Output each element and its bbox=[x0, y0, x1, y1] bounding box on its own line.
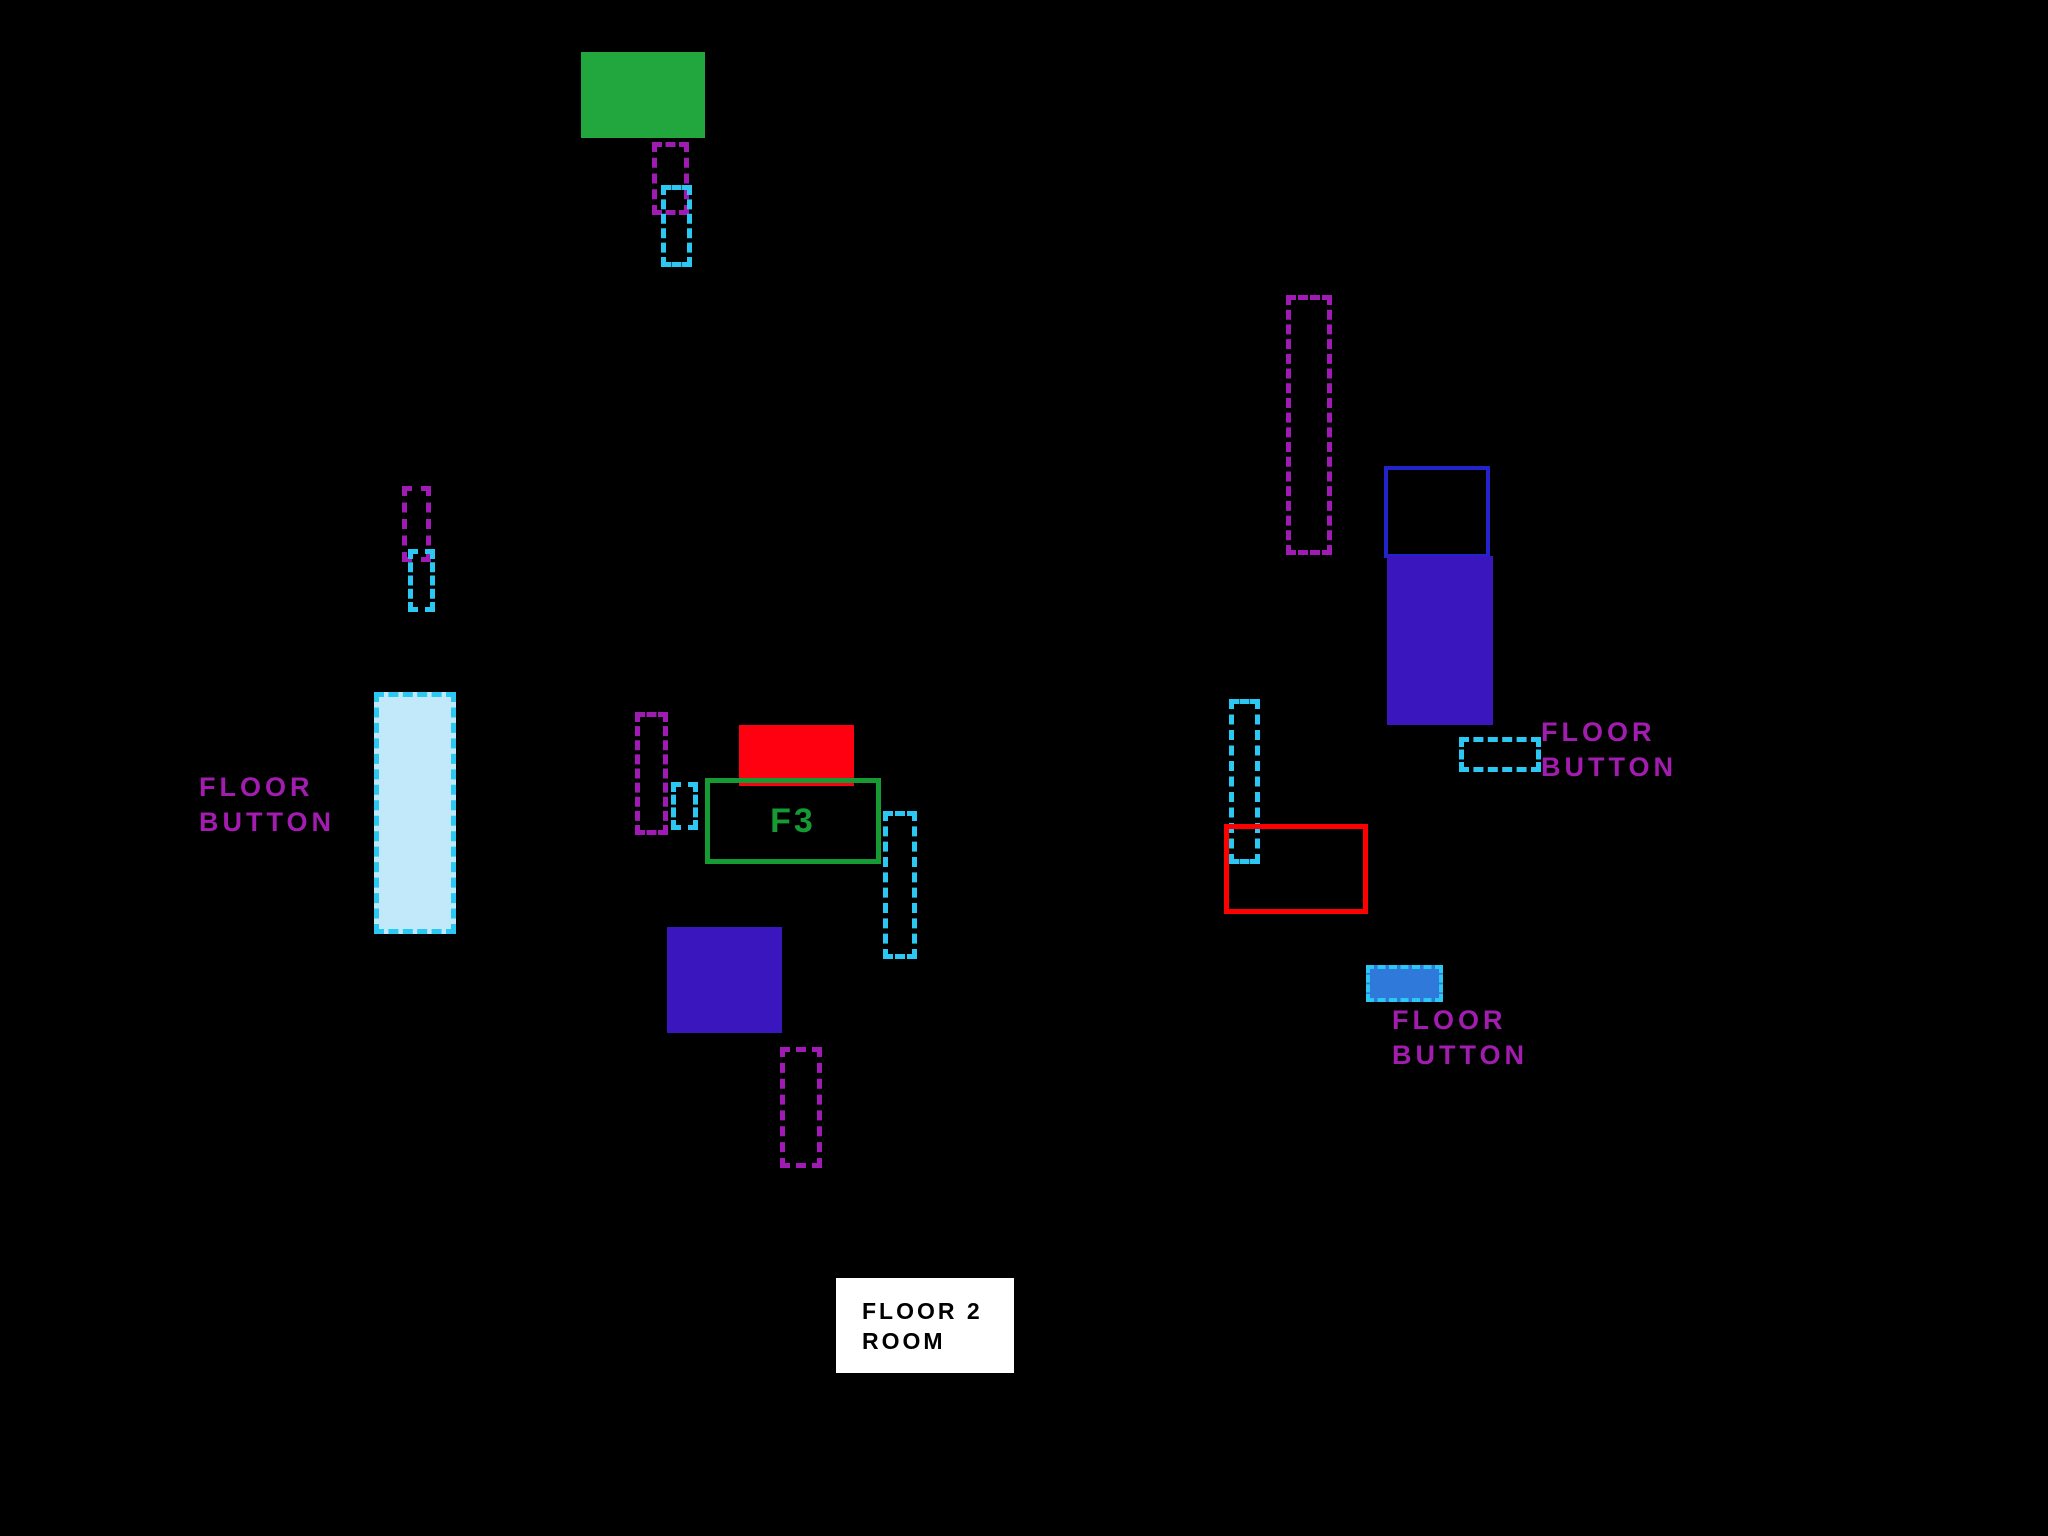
room-name-line2: ROOM bbox=[862, 1327, 946, 1354]
cyan-dashed-outline bbox=[1229, 699, 1260, 864]
cyan-dashed-outline bbox=[661, 185, 692, 267]
blue-outline-block bbox=[1384, 466, 1490, 558]
floor-button-label-line2: BUTTON bbox=[1392, 1040, 1528, 1070]
red-block[interactable] bbox=[739, 725, 854, 786]
floor-button-outline[interactable] bbox=[1459, 737, 1541, 772]
purple-dashed-outline bbox=[652, 142, 689, 215]
right-floor-button[interactable] bbox=[1366, 965, 1443, 1002]
floor-button-label: FLOOR BUTTON bbox=[1392, 1003, 1528, 1073]
floor-button-label-line2: BUTTON bbox=[199, 807, 335, 837]
room-name-plate: FLOOR 2 ROOM bbox=[836, 1278, 1014, 1373]
f3-label: F3 bbox=[770, 801, 816, 840]
floor-button-label: FLOOR BUTTON bbox=[199, 770, 335, 840]
left-floor-button[interactable] bbox=[374, 692, 456, 934]
purple-dashed-outline bbox=[402, 486, 431, 562]
purple-dashed-outline bbox=[635, 712, 668, 835]
indigo-block[interactable] bbox=[667, 927, 782, 1033]
room-name-line1: FLOOR 2 bbox=[862, 1297, 983, 1324]
indigo-block[interactable] bbox=[1387, 556, 1493, 725]
cyan-dashed-outline bbox=[671, 782, 698, 830]
purple-dashed-outline bbox=[780, 1047, 822, 1168]
floor-button-label-line1: FLOOR bbox=[1392, 1005, 1507, 1035]
floor-button-label-line2: BUTTON bbox=[1541, 752, 1677, 782]
cyan-dashed-outline bbox=[408, 549, 435, 612]
red-outline-block bbox=[1224, 824, 1368, 914]
floor-button-label-line1: FLOOR bbox=[1541, 717, 1656, 747]
floor-button-label-line1: FLOOR bbox=[199, 772, 314, 802]
cyan-dashed-outline bbox=[883, 811, 917, 959]
f3-room-marker: F3 bbox=[705, 778, 881, 864]
floor-button-label: FLOOR BUTTON bbox=[1541, 715, 1677, 785]
purple-dashed-outline bbox=[1286, 295, 1332, 555]
green-platform-block[interactable] bbox=[581, 52, 705, 138]
